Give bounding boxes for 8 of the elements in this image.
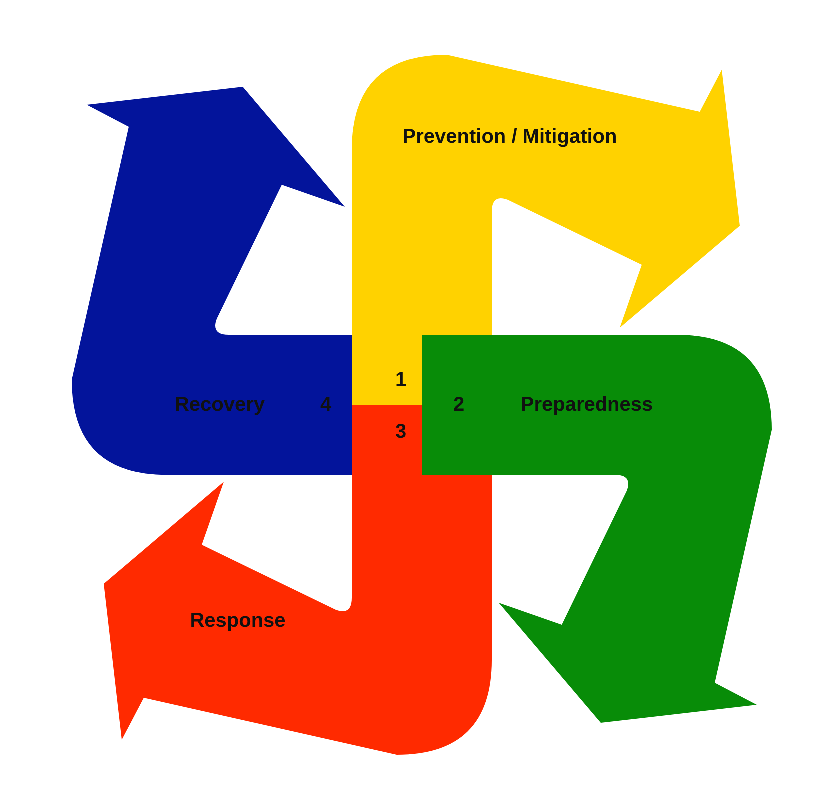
step-number: 2 bbox=[453, 393, 465, 418]
phase-label: Response bbox=[190, 609, 286, 634]
step-number: 4 bbox=[320, 393, 332, 418]
phase-label: Prevention / Mitigation bbox=[402, 125, 618, 150]
step-number: 1 bbox=[395, 368, 407, 393]
phase-label: Recovery bbox=[174, 393, 266, 418]
step-number: 3 bbox=[395, 420, 407, 445]
phase-label: Preparedness bbox=[520, 393, 654, 418]
